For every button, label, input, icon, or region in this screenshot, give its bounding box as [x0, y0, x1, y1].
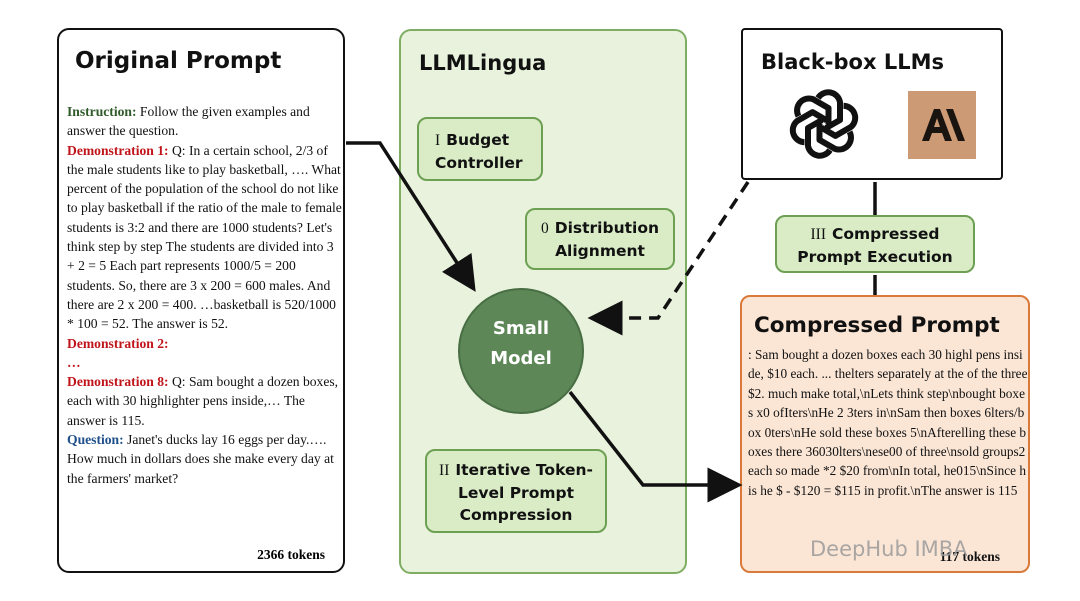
small-model-node: Small Model [458, 288, 584, 414]
demo2-label: Demonstration 2: [67, 335, 169, 351]
demo8-label: Demonstration 8: [67, 374, 169, 390]
blackbox-title: Black-box LLMs [761, 50, 944, 74]
original-prompt-panel: Original Prompt Instruction: Follow the … [57, 28, 345, 573]
distribution-line2: Alignment [555, 242, 645, 260]
instruction-label: Instruction: [67, 104, 137, 119]
prompt-execution-module: III Compressed Prompt Execution [775, 215, 975, 273]
original-prompt-title: Original Prompt [75, 48, 282, 74]
demo1-label: Demonstration 1: [67, 142, 169, 158]
budget-label: Budget Controller [435, 131, 523, 172]
budget-number: I [435, 132, 441, 149]
original-prompt-body: Instruction: Follow the given examples a… [67, 102, 342, 488]
iterative-number: II [439, 462, 450, 479]
llmlingua-title: LLMLingua [419, 51, 547, 75]
arrow-model-to-compressed [568, 390, 743, 503]
iterative-compression-module: II Iterative Token- Level Prompt Compress… [425, 449, 607, 533]
distribution-line1: Distribution [554, 219, 660, 237]
iterative-line1: Iterative Token- [455, 461, 593, 479]
ellipsis: … [67, 354, 81, 370]
compressed-prompt-body: : Sam bought a dozen boxes each 30 highl… [748, 347, 1028, 498]
demo1-text: Q: In a certain school, 2/3 of the male … [67, 142, 342, 332]
instruction-text: Follow the given examples and answer the… [67, 104, 310, 139]
execution-line2: Prompt Execution [797, 248, 953, 266]
compressed-prompt-title: Compressed Prompt [754, 313, 1000, 338]
openai-logo-icon [789, 89, 859, 159]
small-model-line2: Model [490, 348, 552, 369]
anthropic-logo-icon [908, 91, 976, 159]
demo8-text: Q: Sam bought a dozen boxes, each with 3… [67, 374, 339, 428]
iterative-line3: Compression [459, 506, 573, 524]
original-token-count: 2366 tokens [257, 547, 325, 562]
compressed-prompt-panel: Compressed Prompt : Sam bought a dozen b… [740, 295, 1030, 573]
small-model-line1: Small [492, 318, 550, 339]
distribution-number: 0 [540, 220, 549, 237]
arrow-original-to-model [346, 141, 476, 292]
arrow-blackbox-to-model-dashed [587, 181, 750, 336]
watermark: DeepHub IMBA [810, 537, 968, 561]
execution-number: III [810, 226, 827, 243]
blackbox-llms-panel: Black-box LLMs [741, 28, 1003, 180]
execution-line1: Compressed [832, 225, 940, 243]
distribution-alignment-module: 0 Distribution Alignment [525, 208, 675, 270]
anthropic-glyph-icon [922, 109, 965, 141]
compressed-token-count: 117 tokens [939, 549, 1000, 564]
question-label: Question: [67, 432, 124, 448]
question-text: Janet's ducks lay 16 eggs per day.…. How… [67, 432, 334, 486]
iterative-line2: Level Prompt [457, 484, 575, 502]
